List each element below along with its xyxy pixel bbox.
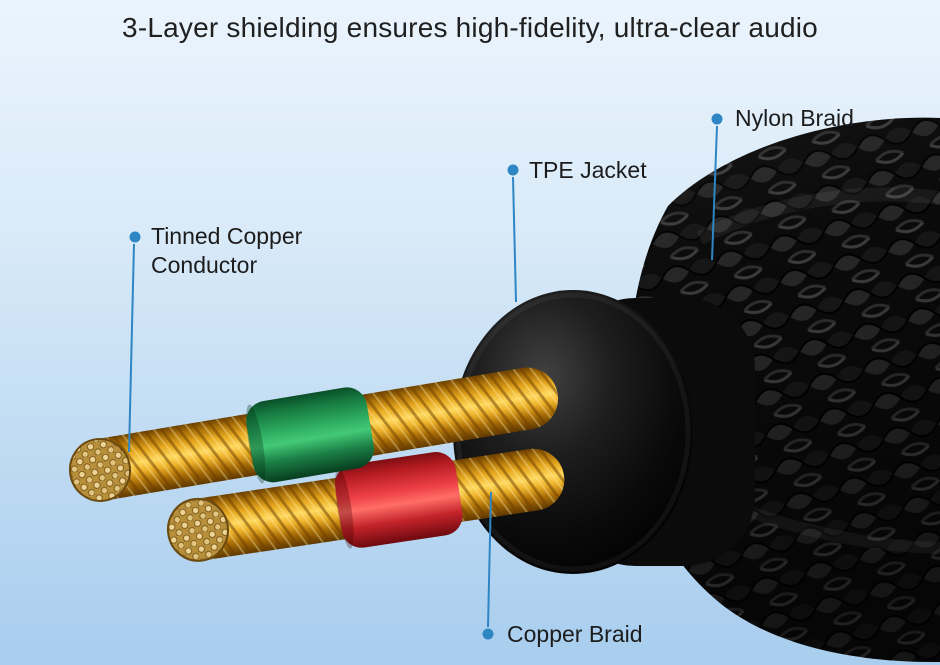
callout-label-tpe-jacket: TPE Jacket: [529, 157, 647, 183]
callout-tpe-jacket-marker: [507, 164, 519, 303]
callout-line-nylon-braid: [711, 125, 718, 261]
page-title: 3-Layer shielding ensures high-fidelity,…: [122, 12, 818, 43]
callout-label-copper-braid: Copper Braid: [507, 621, 643, 647]
callout-dot-tpe-jacket: [507, 164, 519, 176]
callout-tinned-copper-marker: [128, 231, 141, 453]
callout-dot-copper-braid: [482, 628, 494, 640]
callout-dot-tinned-copper: [129, 231, 141, 243]
green-insulation-collar: [246, 387, 374, 483]
callout-line-tpe-jacket: [512, 176, 517, 303]
callout-dot-nylon-braid: [711, 113, 723, 125]
tinned-conductor-tip-bottom: [166, 497, 230, 562]
callout-label-tinned-copper-conductor: Tinned Copper Conductor: [151, 223, 303, 279]
callout-copper-braid-marker: [482, 491, 494, 640]
callout-nylon-braid-marker: [711, 113, 723, 261]
red-insulation-collar: [334, 452, 463, 548]
callout-line-tinned-copper: [128, 243, 135, 453]
copper-wire-bottom: [166, 448, 565, 562]
callout-line-copper-braid: [487, 491, 492, 628]
callout-label-nylon-braid: Nylon Braid: [735, 105, 854, 131]
tinned-conductor-tip-top: [68, 438, 132, 502]
copper-wire-top: [68, 367, 559, 502]
